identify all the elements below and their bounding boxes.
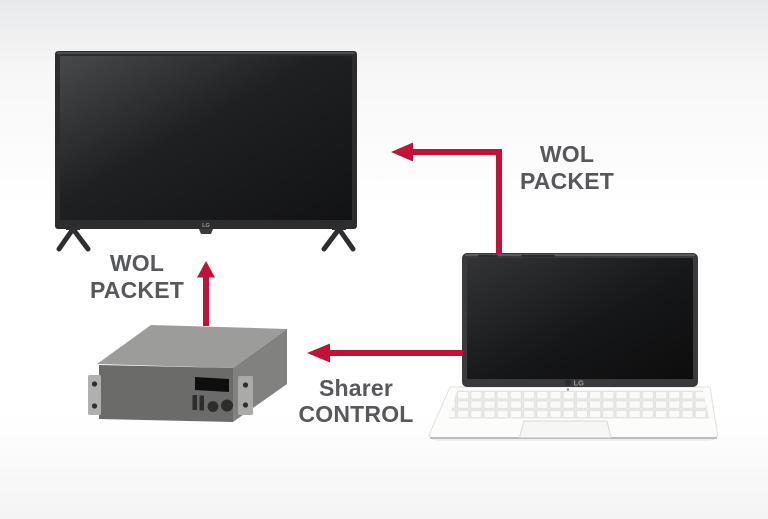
tv-screen bbox=[60, 56, 352, 220]
sharer-right-rack-ear bbox=[238, 376, 253, 415]
sharer-right-face bbox=[233, 329, 287, 422]
tv-stand-left bbox=[56, 226, 91, 252]
sharer-control-label: Sharer CONTROL bbox=[293, 375, 419, 427]
wol-packet-label-top: WOL PACKET bbox=[504, 141, 630, 195]
wol-packet-arrow-laptop-to-tv bbox=[391, 142, 502, 254]
sharer-front-display bbox=[195, 377, 229, 392]
laptop-base bbox=[428, 386, 719, 441]
sharer-vent-bar bbox=[199, 395, 204, 411]
laptop-screen-top-highlight bbox=[465, 254, 695, 256]
tv-sensor-tab bbox=[199, 229, 213, 234]
wol-packet-label-top-line1: WOL bbox=[539, 141, 595, 167]
laptop-screen bbox=[467, 258, 693, 379]
laptop-keyboard-keys bbox=[449, 390, 709, 419]
sharer-top-face bbox=[97, 325, 287, 368]
laptop-hinge-mark bbox=[521, 254, 555, 258]
laptop-screen-frame bbox=[462, 253, 698, 387]
wol-packet-label-left-line2: PACKET bbox=[89, 277, 185, 303]
arrowhead-left-icon bbox=[307, 343, 330, 363]
laptop-webcam-dot bbox=[566, 388, 570, 391]
sharer-knob bbox=[221, 399, 233, 412]
sharer-control-label-line2: CONTROL bbox=[298, 401, 414, 427]
wol-packet-label-left: WOL PACKET bbox=[74, 250, 200, 304]
tv-logo: LG bbox=[202, 223, 210, 229]
wol-packet-label-left-line1: WOL bbox=[109, 250, 165, 276]
sharer-control-arrow-laptop-to-sharer bbox=[307, 343, 463, 363]
sharer-control-label-line1: Sharer bbox=[318, 375, 394, 401]
sharer-knob bbox=[207, 401, 219, 412]
laptop-hinge-mark bbox=[478, 254, 498, 258]
sharer-vent-bar bbox=[192, 395, 197, 410]
tv-stand-right bbox=[321, 226, 356, 252]
sharer-left-rack-ear bbox=[88, 375, 101, 415]
wol-packet-label-top-line2: PACKET bbox=[519, 168, 615, 194]
laptop-logo: LG bbox=[564, 379, 585, 388]
sharer-front-face bbox=[99, 365, 233, 422]
laptop-logo-text: LG bbox=[574, 379, 585, 388]
tv-frame-highlight bbox=[57, 52, 355, 54]
laptop-trackpad bbox=[518, 420, 612, 438]
tv-frame bbox=[55, 51, 357, 229]
laptop-keyboard bbox=[449, 390, 709, 419]
arrowhead-left-icon bbox=[391, 142, 413, 162]
